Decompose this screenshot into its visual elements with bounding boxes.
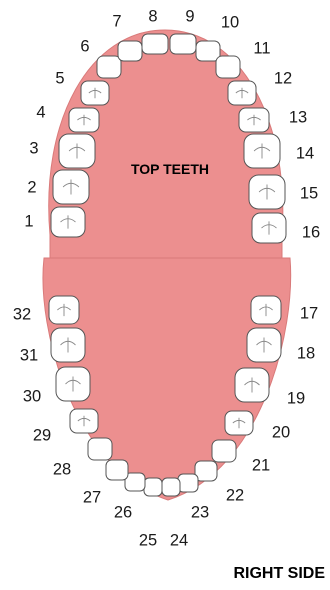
tooth-number-8: 8 [148,7,157,25]
tooth-8 [142,34,168,54]
tooth-number-27: 27 [83,488,101,506]
tooth-number-21: 21 [252,456,270,474]
tooth-number-11: 11 [253,39,270,57]
tooth-number-20: 20 [272,423,290,441]
tooth-6 [97,56,121,78]
tooth-number-10: 10 [221,13,239,31]
tooth-11 [216,56,240,78]
tooth-number-29: 29 [33,426,51,444]
tooth-number-12: 12 [274,69,292,87]
tooth-number-5: 5 [55,69,64,87]
tooth-7 [118,41,142,61]
tooth-number-25: 25 [139,531,157,549]
tooth-number-6: 6 [80,37,89,55]
tooth-number-28: 28 [53,460,71,478]
tooth-number-15: 15 [300,184,318,202]
tooth-number-13: 13 [289,108,307,126]
tooth-number-24: 24 [170,531,188,549]
tooth-21 [212,440,236,462]
tooth-number-3: 3 [29,139,38,157]
tooth-number-14: 14 [296,144,314,162]
tooth-number-32: 32 [13,305,31,323]
center-label: TOP TEETH [131,161,209,177]
tooth-10 [196,41,220,61]
tooth-number-9: 9 [185,7,194,25]
tooth-number-7: 7 [112,12,121,30]
side-label: RIGHT SIDE [233,565,325,582]
tooth-number-2: 2 [27,178,36,196]
tooth-28 [88,438,112,460]
tooth-number-30: 30 [23,387,41,405]
tooth-25 [144,478,162,496]
tooth-27 [106,460,128,480]
tooth-23 [178,474,198,492]
tooth-24 [162,478,180,496]
tooth-number-19: 19 [287,389,305,407]
tooth-9 [170,34,196,54]
tooth-number-26: 26 [114,503,132,521]
tooth-number-23: 23 [191,503,209,521]
tooth-number-18: 18 [297,344,315,362]
tooth-number-1: 1 [24,212,33,230]
tooth-number-22: 22 [226,486,244,504]
tooth-number-31: 31 [20,346,38,364]
tooth-number-16: 16 [302,223,320,241]
tooth-number-17: 17 [300,304,318,322]
tooth-number-4: 4 [36,103,45,121]
